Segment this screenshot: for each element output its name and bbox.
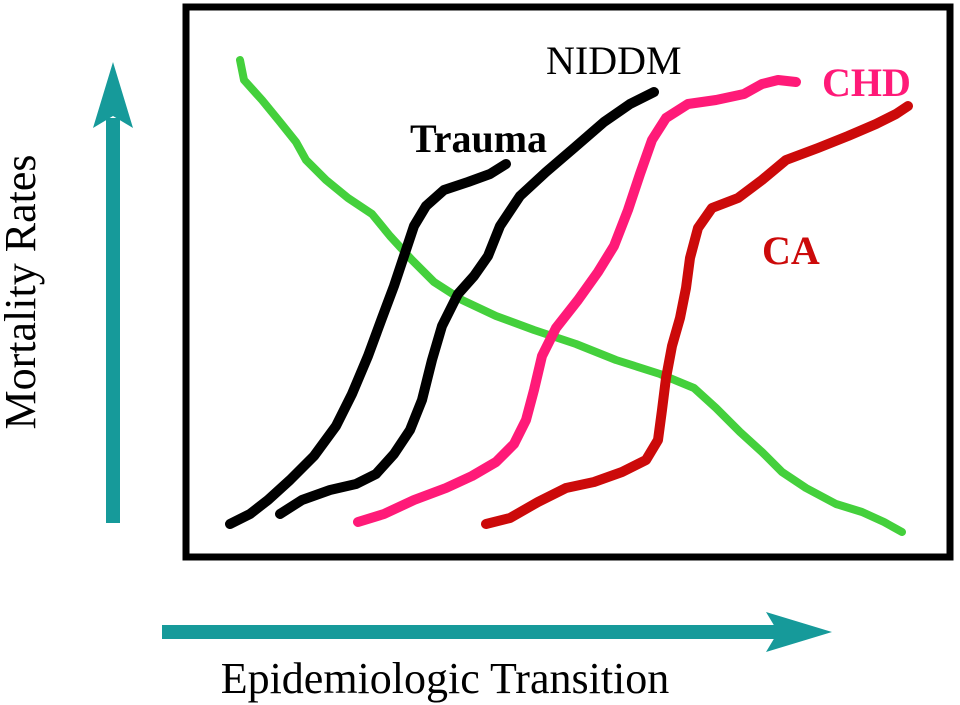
niddm-curve xyxy=(275,87,659,519)
chd-label: CHD xyxy=(822,60,911,105)
ca-label: CA xyxy=(762,228,820,273)
chd-curve xyxy=(353,75,801,527)
x-axis-label: Epidemiologic Transition xyxy=(221,654,670,703)
trauma-label: Trauma xyxy=(410,116,547,161)
niddm-label: NIDDM xyxy=(546,38,682,83)
x-axis-arrow xyxy=(162,612,832,652)
plot-frame xyxy=(182,3,954,561)
declining-curve xyxy=(236,56,906,536)
x-axis-arrow-head xyxy=(766,612,832,652)
y-axis-arrow-head xyxy=(93,62,133,128)
y-axis-label: Mortality Rates xyxy=(0,155,45,430)
trauma-curve xyxy=(225,159,511,529)
ca-curve xyxy=(481,101,913,529)
y-axis-arrow xyxy=(93,62,133,523)
